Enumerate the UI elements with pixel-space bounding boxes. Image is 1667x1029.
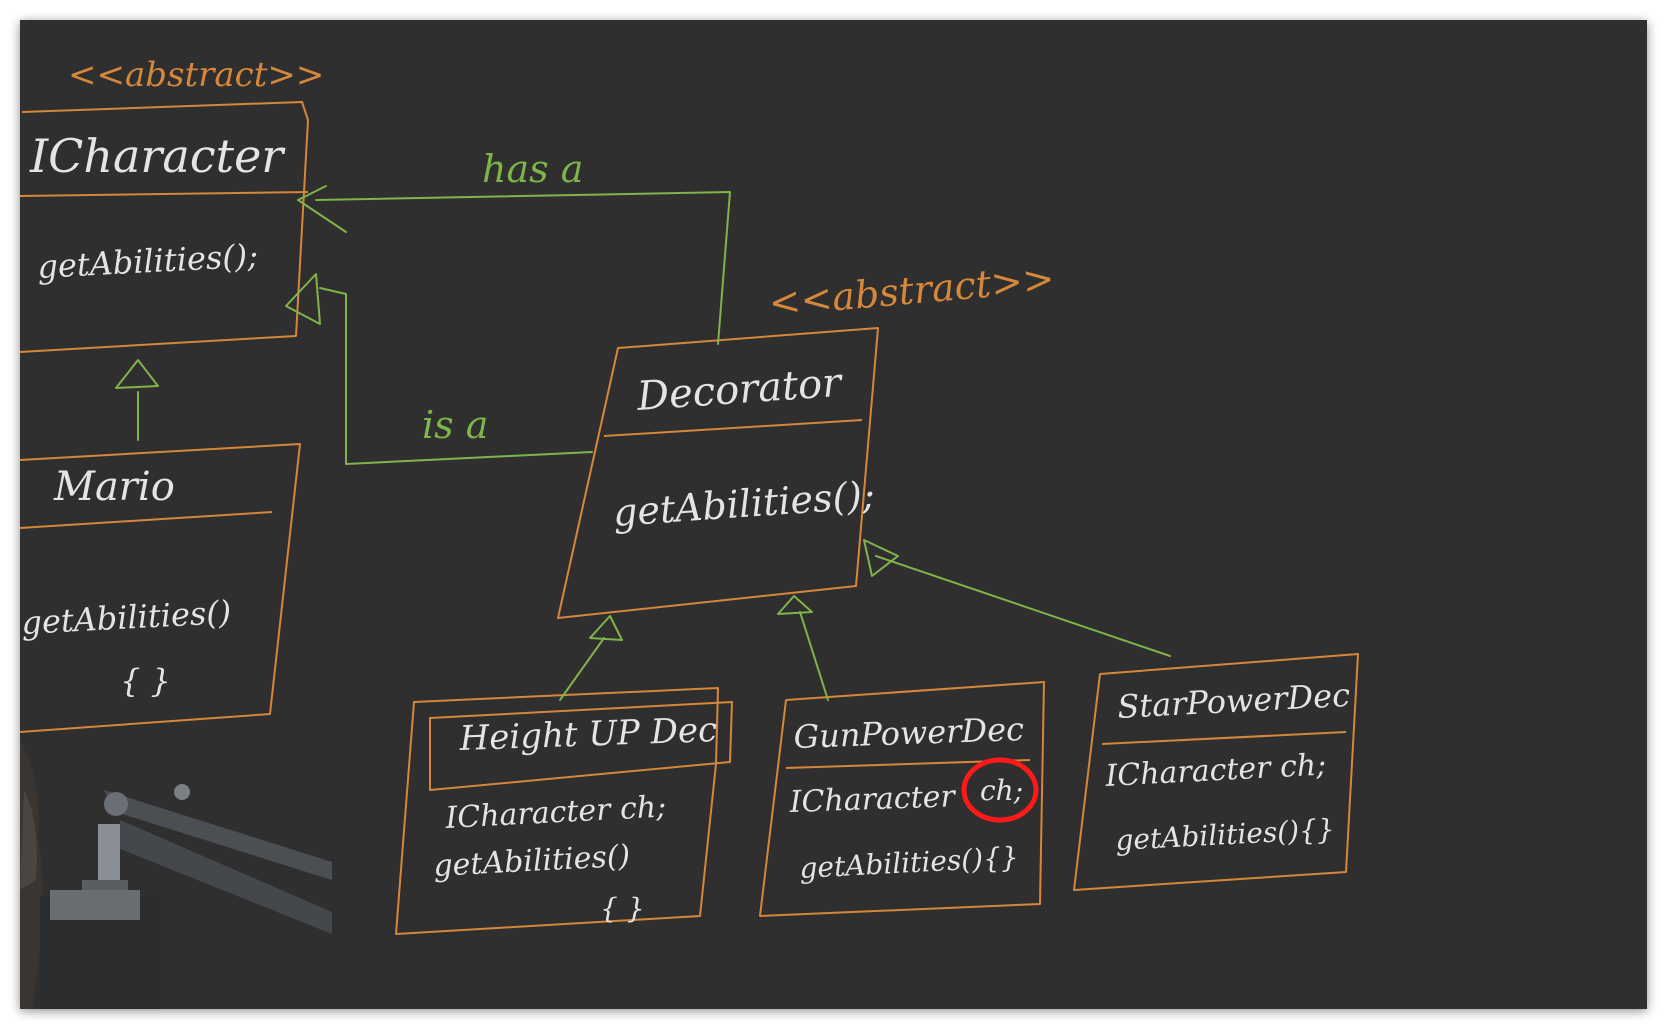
mario-outline [20,443,301,733]
decorator-outline [557,327,879,619]
height-up-dec-inherits-arrow [559,615,623,701]
has-a-label: has a [482,147,583,191]
star-power-dec-class: StarPowerDec ICharacter ch; getAbilities… [1073,653,1359,891]
highlight-circle [961,757,1039,823]
icharacter-method: getAbilities(); [36,236,258,286]
star-power-dec-inherits-arrow [863,539,1171,657]
star-power-dec-method: getAbilities(){} [1115,813,1336,857]
mario-class: Mario getAbilities() { } [20,443,301,733]
height-up-dec-method: getAbilities() [433,839,631,884]
star-power-dec-outline [1073,653,1359,891]
has-a-relation: has a [297,147,731,345]
height-up-dec-class: Height UP Dec ICharacter ch; getAbilitie… [395,687,733,935]
icharacter-outline [20,101,309,353]
mario-method: getAbilities() [20,593,232,642]
height-up-dec-name: Height UP Dec [458,710,718,759]
mario-inherits-arrow [115,359,159,441]
mario-divider [20,511,273,529]
decorator-name: Decorator [634,360,845,420]
height-up-dec-field: ICharacter ch; [444,789,667,836]
whiteboard-canvas: <<abstract>> ICharacter getAbilities(); … [20,20,1647,1009]
mario-name: Mario [53,464,175,510]
height-up-dec-body: { } [600,892,645,925]
presenter-webcam-overlay [20,740,332,1009]
star-power-dec-divider [1101,731,1347,745]
icharacter-name: ICharacter [29,129,286,183]
icharacter-class: <<abstract>> ICharacter getAbilities(); [20,55,324,353]
star-power-dec-field: ICharacter ch; [1104,747,1327,794]
height-up-dec-name-box [429,701,733,791]
gun-power-dec-field-type: ICharacter [788,779,957,820]
star-power-dec-name: StarPowerDec [1116,676,1351,726]
gun-power-dec-inherits-arrow [777,595,829,701]
gun-power-dec-field-name: ch; [980,774,1023,807]
decorator-divider [603,419,863,437]
decorator-stereotype: <<abstract>> [767,256,1056,325]
mario-body: { } [120,662,171,700]
gun-power-dec-class: GunPowerDec ICharacter ch; getAbilities(… [759,681,1045,917]
height-up-dec-outline [395,687,719,935]
decorator-method: getAbilities(); [612,473,877,535]
is-a-relation: is a [285,273,593,465]
icharacter-divider [20,191,309,197]
icharacter-stereotype: <<abstract>> [68,55,324,95]
decorator-class: <<abstract>> Decorator getAbilities(); [557,256,1056,619]
is-a-label: is a [422,403,488,447]
gun-power-dec-outline [759,681,1045,917]
gun-power-dec-method: getAbilities(){} [799,841,1020,885]
gun-power-dec-name: GunPowerDec [793,710,1025,756]
uml-diagram: <<abstract>> ICharacter getAbilities(); … [20,55,1359,1009]
